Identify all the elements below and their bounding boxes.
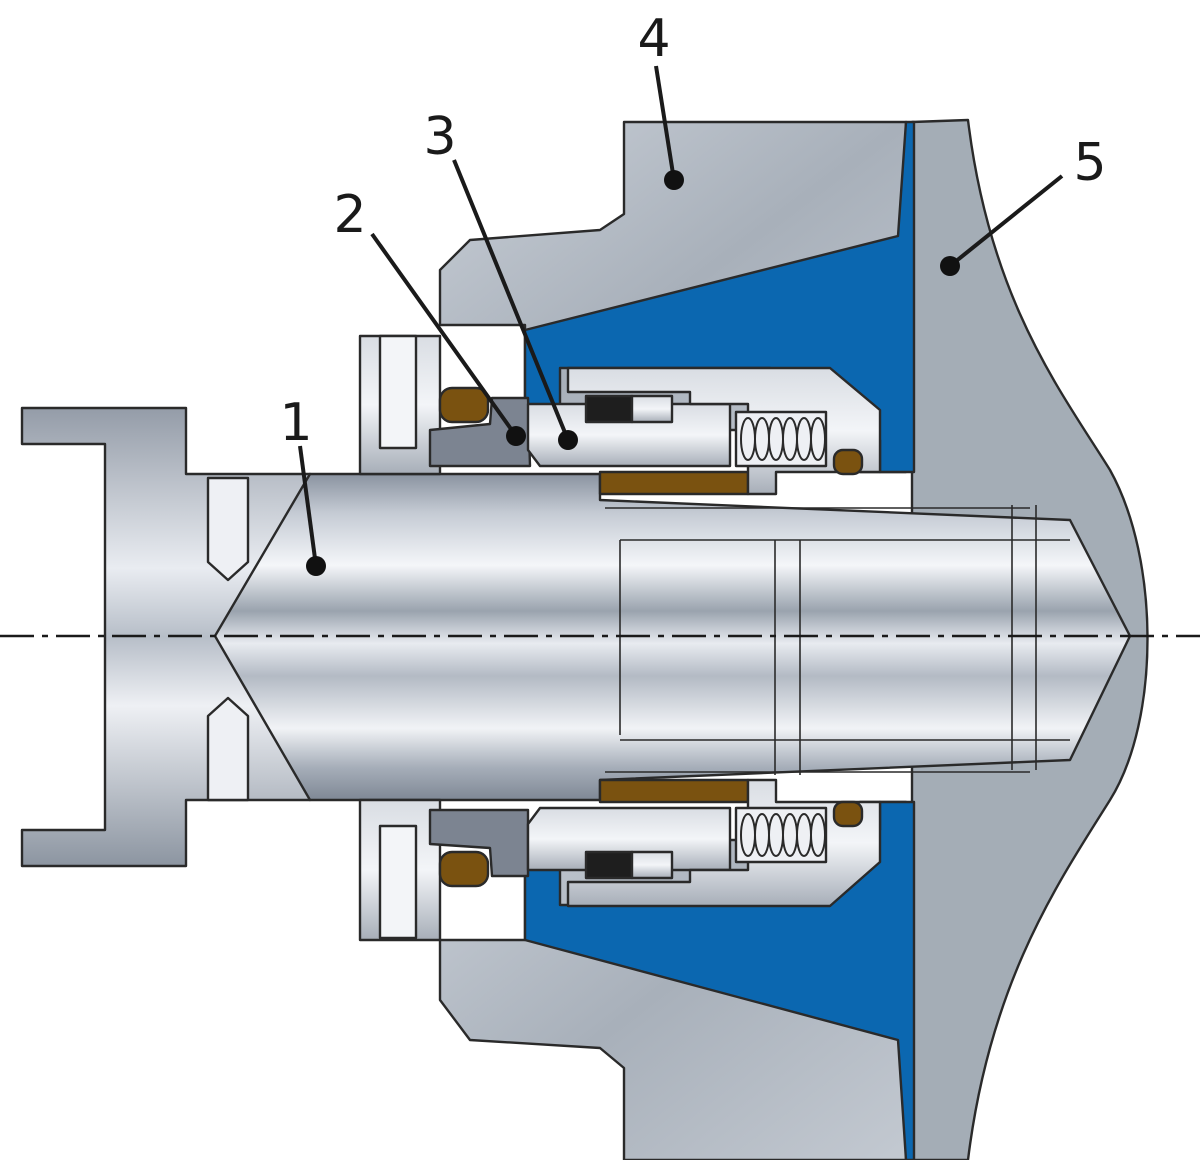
callout-dot-2 xyxy=(506,426,526,446)
drive-pin-bottom xyxy=(584,850,634,880)
callout-label-4: 4 xyxy=(637,9,670,69)
bronze-sleeve-top xyxy=(598,470,750,496)
callout-dot-5 xyxy=(940,256,960,276)
callout-label-1: 1 xyxy=(279,393,312,453)
o-ring-bottom-left xyxy=(438,850,490,888)
callout-dot-3 xyxy=(558,430,578,450)
o-ring-bottom-right xyxy=(832,800,864,828)
leader-line-5 xyxy=(948,174,1064,268)
spring-top xyxy=(734,410,828,468)
leader-line-1 xyxy=(298,445,318,567)
o-ring-top-left xyxy=(438,386,490,424)
tapped-hole-top xyxy=(206,476,250,582)
set-screw-bottom xyxy=(378,824,418,940)
drive-pin-bottom-collar xyxy=(630,850,674,880)
leader-line-4 xyxy=(654,65,676,181)
drive-pin-top-collar xyxy=(630,394,674,424)
spring-coil xyxy=(810,417,826,461)
stationary-ring-part-2-bottom xyxy=(428,808,530,878)
leader-line-2 xyxy=(370,232,518,438)
callout-dot-1 xyxy=(306,556,326,576)
o-ring-top-right xyxy=(832,448,864,476)
callout-label-2: 2 xyxy=(333,185,366,245)
callout-dot-4 xyxy=(664,170,684,190)
stationary-ring-part-2-top xyxy=(428,396,532,468)
tapped-hole-bottom xyxy=(206,696,250,802)
leader-line-3 xyxy=(452,159,570,441)
callout-label-3: 3 xyxy=(423,107,456,167)
spring-coil xyxy=(810,813,826,857)
spring-bottom xyxy=(734,806,828,864)
set-screw-top xyxy=(378,334,418,450)
bronze-sleeve-bottom xyxy=(598,778,750,804)
drive-pin-top xyxy=(584,394,634,424)
callout-label-5: 5 xyxy=(1073,133,1106,193)
